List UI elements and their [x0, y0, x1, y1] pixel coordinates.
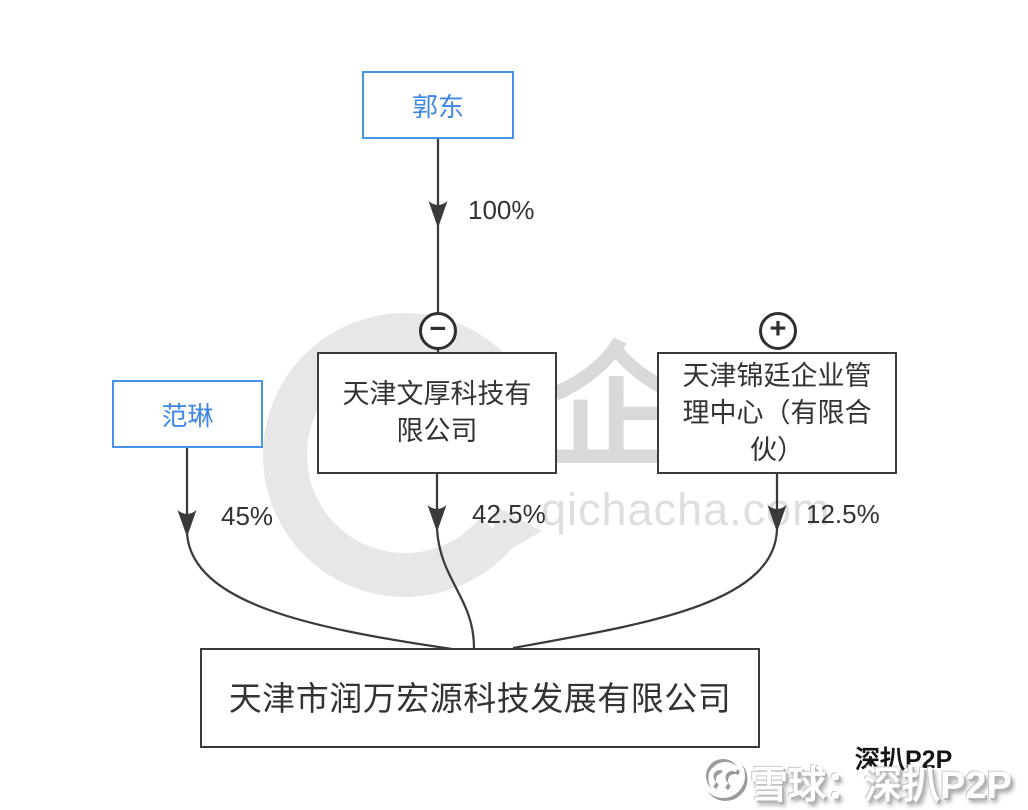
node-wenhou-company[interactable]: 天津文厚科技有限公司 — [317, 352, 557, 474]
stamp-main-text: 雪球：深扒P2P — [750, 765, 1012, 807]
node-guodong[interactable]: 郭东 — [362, 71, 514, 139]
edge-curve-fanlin-target — [185, 533, 453, 651]
share-label-45: 45% — [221, 501, 274, 531]
share-label-42-5: 42.5% — [472, 499, 546, 529]
edge-curve-wenhou-target — [435, 528, 476, 649]
minus-icon: − — [429, 313, 447, 345]
arrowhead-icon — [427, 505, 447, 532]
qichacha-ring-icon — [263, 313, 514, 597]
xueqiu-snowball-icon — [701, 754, 748, 801]
expand-plus-badge[interactable]: + — [759, 312, 797, 350]
share-label-100: 100% — [468, 195, 535, 225]
node-jinting-company[interactable]: 天津锦廷企业管理中心（有限合伙） — [657, 352, 897, 474]
share-label-12-5: 12.5% — [806, 499, 880, 529]
stamp-overlay-text: 深扒P2P — [855, 746, 953, 774]
xueqiu-watermark: 深扒P2P 雪球：深扒P2P — [688, 730, 1028, 810]
qichacha-ring-tip-icon — [492, 506, 542, 560]
arrowhead-icon — [177, 510, 197, 537]
arrowhead-icon — [767, 505, 787, 532]
arrowhead-icon — [428, 201, 448, 228]
node-target-company[interactable]: 天津市润万宏源科技发展有限公司 — [200, 648, 760, 748]
node-fanlin[interactable]: 范琳 — [112, 380, 263, 448]
plus-icon: + — [769, 313, 787, 345]
collapse-minus-badge[interactable]: − — [419, 312, 457, 350]
edge-curve-jinting-target — [512, 528, 779, 650]
